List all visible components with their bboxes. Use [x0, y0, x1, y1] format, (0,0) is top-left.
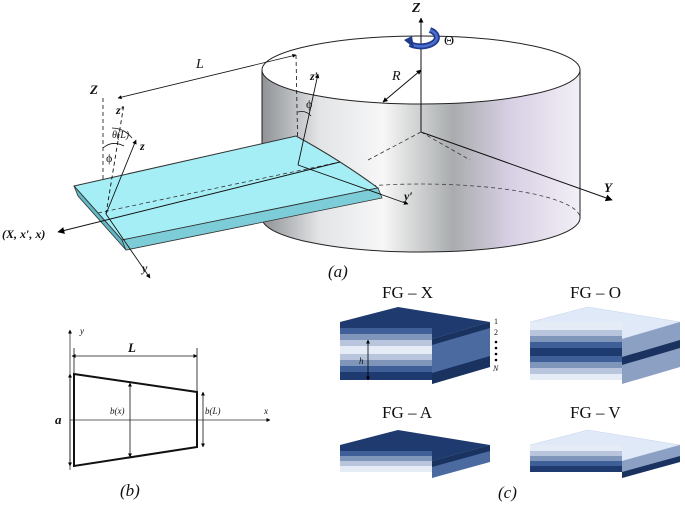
- fg-x-label-N: N: [492, 364, 499, 373]
- label-theta-tip: θ(L): [112, 130, 130, 141]
- b-label-y: y: [79, 326, 84, 336]
- tip-z-axis: [105, 139, 137, 215]
- label-z-tip: z: [139, 139, 145, 153]
- root-zprime-axis: [297, 73, 320, 166]
- panel-b: y x L a b(x) b(L) (b): [55, 326, 271, 500]
- block-fg-x: [340, 307, 490, 384]
- root-yprime-axis: [297, 164, 409, 205]
- caption-b: (b): [120, 481, 140, 500]
- label-yprime: y′: [402, 189, 413, 203]
- fg-x-label-h: h: [359, 356, 364, 366]
- phi-arc-root: [297, 111, 312, 117]
- hub-dash-1: [367, 131, 422, 161]
- block-fg-v: [529, 429, 681, 478]
- panel-c: h 1 2 N FG – X FG – O: [340, 283, 681, 502]
- caption-a: (a): [328, 262, 348, 281]
- label-phi-root: ϕ: [306, 97, 312, 111]
- fg-x-dots: [494, 340, 498, 362]
- b-label-L: L: [127, 340, 136, 355]
- b-label-a: a: [55, 412, 62, 427]
- b-label-bL: b(L): [205, 406, 221, 416]
- fg-x-title: FG – X: [382, 283, 433, 302]
- block-fg-a: [340, 430, 490, 478]
- rotation-arrow: [404, 27, 440, 50]
- x-axis: [57, 161, 341, 234]
- tip-y-axis: [105, 213, 151, 279]
- theta-arc: [111, 127, 133, 139]
- label-phi-tip: ϕ: [106, 151, 112, 165]
- hub-dash-2: [420, 131, 471, 161]
- y-axis: [420, 131, 613, 202]
- trapezoid: [73, 372, 198, 468]
- fg-x-label-2: 2: [494, 328, 498, 337]
- label-zprime-tip: z′: [115, 103, 124, 117]
- tip-zprime-axis: [105, 103, 125, 215]
- label-Z-top: Z: [411, 1, 421, 16]
- label-Theta: Θ: [444, 34, 454, 49]
- panel-a: Z Θ R L Z z′ θ(L) z ϕ z′ ϕ y′ Y y (X, x′…: [2, 1, 613, 281]
- b-label-bx: b(x): [110, 406, 125, 416]
- phi-arc-tip: [102, 143, 125, 149]
- radius-line: [382, 69, 422, 103]
- length-dimension: [117, 53, 297, 100]
- block-fg-o: [529, 306, 681, 384]
- blade-plate: [73, 135, 383, 251]
- b-label-x: x: [263, 406, 268, 416]
- label-L: L: [195, 57, 204, 72]
- label-Z-left: Z: [89, 82, 98, 97]
- label-R: R: [391, 69, 401, 84]
- label-axis-X: (X, x′, x): [2, 227, 45, 241]
- fg-v-title: FG – V: [570, 403, 621, 422]
- fg-x-label-1: 1: [494, 317, 498, 326]
- fg-a-title: FG – A: [382, 403, 433, 422]
- label-Y: Y: [604, 180, 613, 195]
- caption-c: (c): [498, 483, 517, 502]
- label-y-tip: y: [140, 261, 148, 275]
- fg-o-title: FG – O: [570, 283, 621, 302]
- label-zprime-root: z′: [309, 69, 318, 83]
